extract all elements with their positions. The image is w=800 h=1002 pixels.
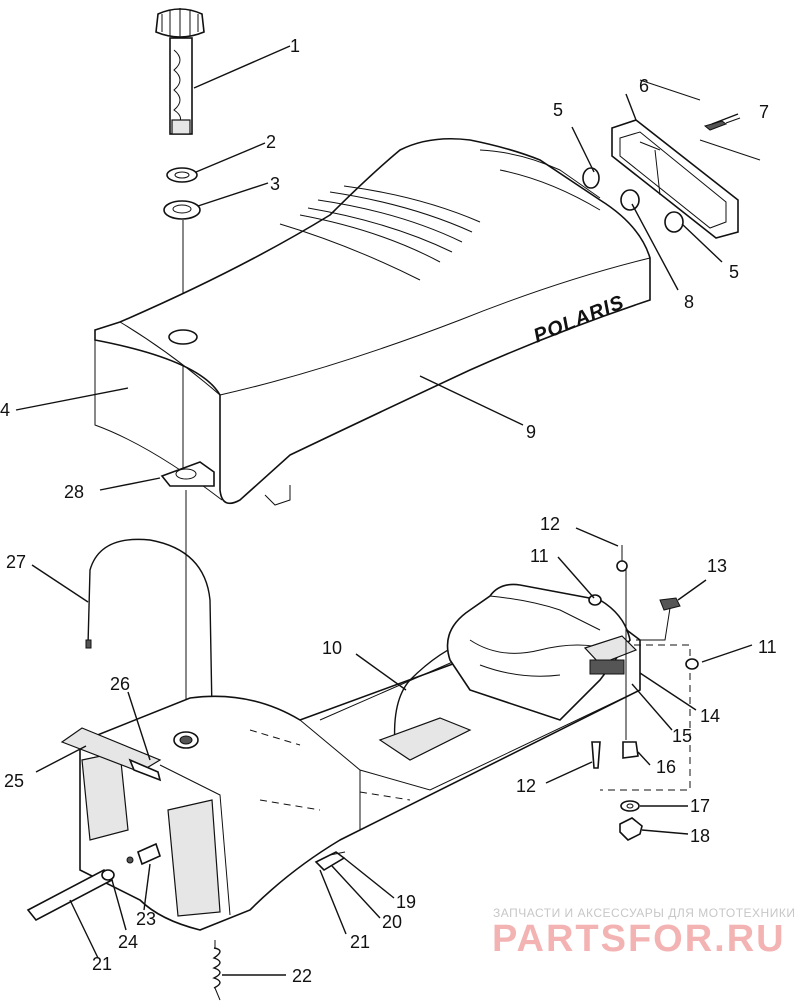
seat-cover (94, 137, 651, 506)
part-label-14: 14 (700, 706, 720, 726)
part-label-4: 4 (0, 400, 10, 420)
part-label-12-bottom: 12 (516, 776, 536, 796)
part-label-5-bottom: 5 (729, 262, 739, 282)
fuel-cap (155, 8, 205, 135)
part-label-17: 17 (690, 796, 710, 816)
vent-hose (85, 538, 216, 721)
part-label-2: 2 (266, 132, 276, 152)
part-label-23: 23 (136, 909, 156, 929)
part-label-5-top: 5 (553, 100, 563, 120)
mounting-bracket (160, 461, 215, 487)
part-label-20: 20 (382, 912, 402, 932)
part-label-6: 6 (639, 76, 649, 96)
part-label-7: 7 (759, 102, 769, 122)
part-number-labels: 1 2 3 4 9 28 5 6 7 5 8 27 10 26 25 12 11… (0, 36, 777, 986)
leader-lines (15, 45, 753, 976)
part-label-11-right: 11 (758, 637, 777, 657)
part-label-15: 15 (672, 726, 692, 746)
part-label-3: 3 (270, 174, 280, 194)
part-label-13: 13 (707, 556, 727, 576)
part-label-11-top: 11 (530, 546, 549, 566)
part-label-24: 24 (118, 932, 138, 952)
rear-console (446, 583, 638, 721)
right-hardware (588, 545, 699, 841)
part-label-26: 26 (110, 674, 130, 694)
part-label-21-right: 21 (350, 932, 370, 952)
part-label-25: 25 (4, 771, 24, 791)
part-label-12-top: 12 (540, 514, 560, 534)
part-label-8: 8 (684, 292, 694, 312)
watermark-caption: ЗАПЧАСТИ И АКСЕССУАРЫ ДЛЯ МОТОТЕХНИКИ (493, 906, 796, 920)
part-label-9: 9 (526, 422, 536, 442)
part-label-10: 10 (322, 638, 342, 658)
watermark-brand: PARTSFOR.RU (492, 918, 786, 960)
petcock-fittings (26, 727, 346, 1001)
part-label-19: 19 (396, 892, 416, 912)
taillight-assembly (582, 79, 761, 239)
part-label-1: 1 (290, 36, 300, 56)
part-label-21-left: 21 (92, 954, 112, 974)
cap-gaskets (163, 167, 201, 220)
part-label-27: 27 (6, 552, 26, 572)
part-label-16: 16 (656, 757, 676, 777)
part-label-22: 22 (292, 966, 312, 986)
part-label-18: 18 (690, 826, 710, 846)
part-label-28: 28 (64, 482, 84, 502)
